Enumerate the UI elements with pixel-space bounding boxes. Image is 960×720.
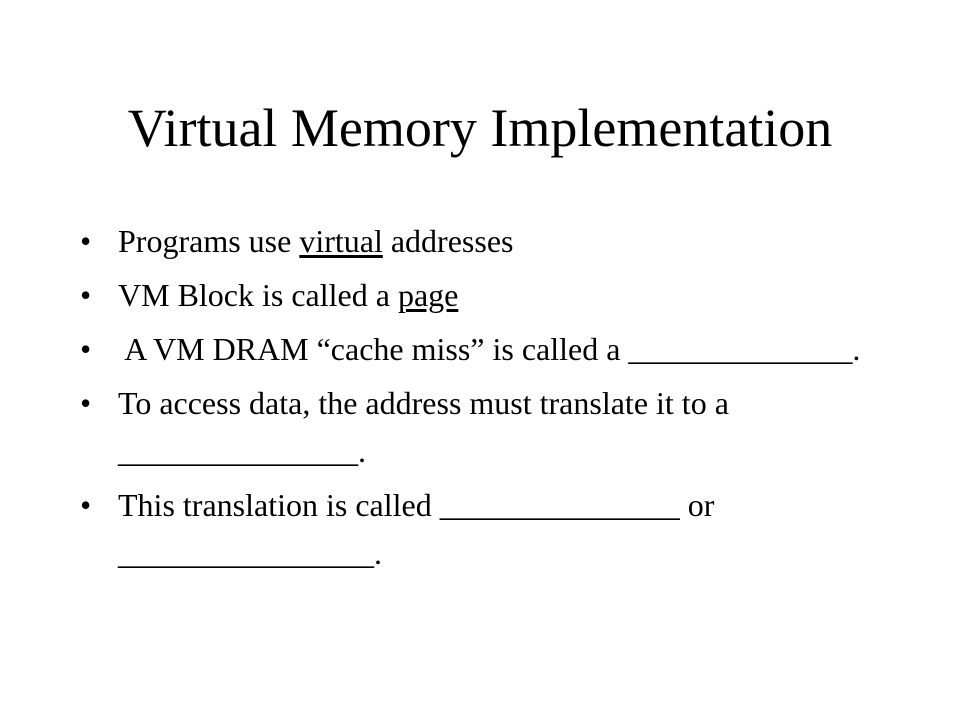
bullet-list: • Programs use virtual addresses • VM Bl… [80,217,900,583]
bullet-item-translation: • This translation is called ___________… [80,481,900,577]
bullet-dot-icon: • [80,385,92,421]
bullet-item-page: • VM Block is called a page [80,271,900,319]
bullet-dot-icon: • [80,331,92,367]
slide-title: Virtual Memory Implementation [127,98,833,158]
underlined-term-virtual: virtual [299,223,383,259]
bullet-dot-icon: • [80,223,92,259]
bullet-text: To access data, the address must transla… [118,385,729,469]
bullet-text-after: addresses [382,223,514,259]
bullet-dot-icon: • [80,277,92,313]
bullet-dot-icon: • [80,487,92,523]
bullet-item-virtual-addresses: • Programs use virtual addresses [80,217,900,265]
bullet-text: A VM DRAM “cache miss” is called a _____… [118,331,861,367]
bullet-item-cache-miss: • A VM DRAM “cache miss” is called a ___… [80,325,900,373]
bullet-text-before: Programs use [118,223,300,259]
bullet-item-access-data: • To access data, the address must trans… [80,379,900,475]
bullet-text-before: VM Block is called a [118,277,398,313]
underlined-term-page: page [397,277,459,313]
bullet-text: This translation is called _____________… [118,487,715,571]
